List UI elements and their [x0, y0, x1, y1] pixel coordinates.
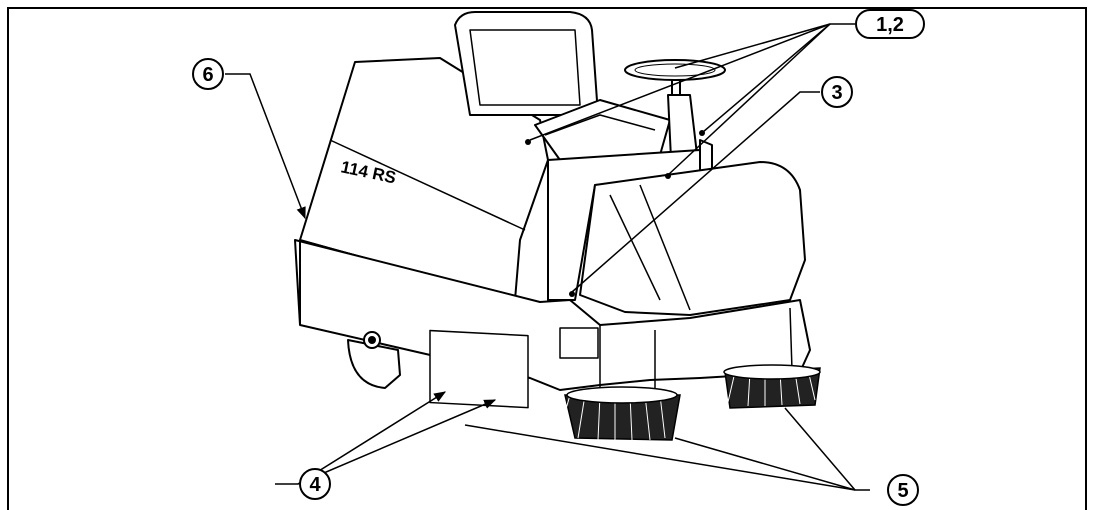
callout-3: 3 [822, 77, 852, 107]
svg-text:6: 6 [202, 64, 213, 86]
svg-text:3: 3 [831, 82, 842, 104]
machine-body [295, 12, 810, 408]
side-access-panel [430, 331, 528, 408]
front-inspection-window [560, 328, 598, 358]
callout-6: 6 [193, 59, 223, 89]
side-brush-right [724, 365, 820, 408]
svg-text:1,2: 1,2 [876, 14, 904, 36]
svg-text:5: 5 [897, 480, 908, 502]
callout-5: 5 [888, 475, 918, 505]
callout-1-2: 1,2 [856, 10, 924, 38]
front-hood [580, 162, 805, 315]
svg-text:4: 4 [309, 474, 321, 496]
callout-4: 4 [300, 469, 330, 499]
side-brush-left [560, 387, 680, 440]
